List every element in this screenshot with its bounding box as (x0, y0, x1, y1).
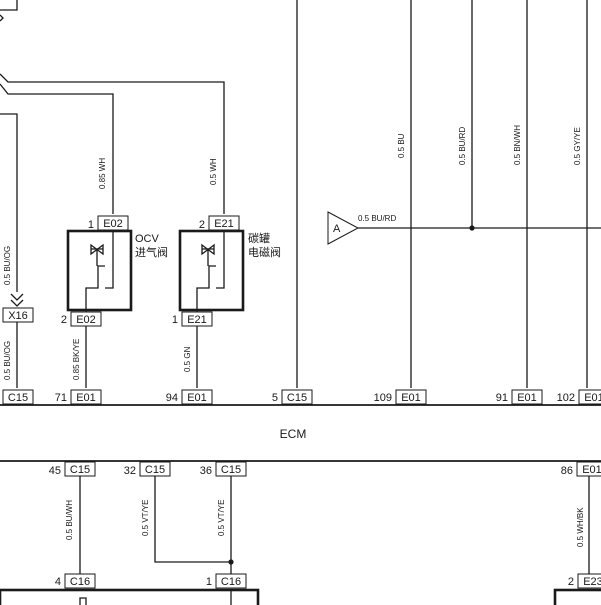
wire-label: 0.5 BU/OG (3, 246, 12, 285)
splice-dot (228, 559, 234, 565)
wire-label: 0.5 BU/RD (458, 127, 467, 165)
lower-pin: 1 (206, 576, 212, 588)
ecm-conn: C15 (8, 392, 28, 404)
ecm-pin: 94 (166, 392, 178, 404)
ecm-conn: E01 (582, 464, 601, 476)
ref-a-connector: A (327, 211, 601, 245)
can-name-cn1: 碳罐 (248, 231, 270, 245)
splice-dot (469, 225, 475, 231)
can-pin-bot: 1 (172, 314, 178, 326)
ecm-conn: E01 (187, 392, 207, 404)
ecm-pin: 102 (557, 392, 575, 404)
wire-label: 0.85 BK/YE (72, 339, 81, 380)
can-conn-top: E21 (214, 218, 234, 230)
ref-a-label: A (333, 223, 341, 235)
wire-label: 0.5 BU/RD (358, 214, 396, 223)
lower-conn: E23 (583, 576, 601, 588)
ocv-conn-top: E02 (103, 218, 123, 230)
ecm-conn: E01 (584, 392, 601, 404)
wire-label: 0.5 BN/WH (513, 125, 522, 165)
ocv-pin-top: 1 (88, 219, 94, 231)
ecm-conn: C15 (287, 392, 307, 404)
ecm-conn: E01 (401, 392, 421, 404)
ecm-conn: C15 (221, 464, 241, 476)
wire-label: 0.5 VT/YE (141, 500, 150, 536)
ecm-pin: 32 (124, 465, 136, 477)
lower-conn: C16 (70, 576, 90, 588)
x16-label: X16 (8, 310, 28, 322)
lower-pins: 4 C16 1 C16 2 E23 (55, 573, 601, 589)
wire-label: 0.85 WH (98, 158, 107, 189)
wire-label: 0.5 GN (183, 346, 192, 372)
wire-label: 0.5 WH/BK (576, 507, 585, 547)
ecm-pin: 45 (49, 465, 61, 477)
wire-label: 0.5 BU/WH (65, 500, 74, 540)
can-pin-top: 2 (199, 219, 205, 231)
ocv-valve: 1 E02 OCV 进气阀 2 E02 (61, 215, 168, 388)
lower-pin: 4 (55, 576, 61, 588)
ocv-name: OCV (135, 233, 160, 245)
wire-labels: 0.85 WH 0.5 WH 0.5 BU/OG 0.5 BU/OG 0.85 … (3, 125, 585, 547)
upper-feed-wires (0, 0, 588, 388)
ecm-pin: 109 (374, 392, 392, 404)
ocv-conn-bot: E02 (76, 314, 96, 326)
ecm-pin: 91 (496, 392, 508, 404)
ecm-conn: E01 (76, 392, 96, 404)
x16-connector: X16 (2, 293, 34, 388)
lower-components (0, 588, 601, 605)
top-left-fragment (0, 0, 18, 22)
canister-valve: 2 E21 碳罐 电磁阀 1 E21 (172, 215, 281, 388)
ecm-conn: C15 (70, 464, 90, 476)
ocv-pin-bot: 2 (61, 314, 67, 326)
wire-label: 0.5 WH (209, 158, 218, 185)
can-conn-bot: E21 (187, 314, 207, 326)
ecm-conn: C15 (145, 464, 165, 476)
can-name-cn2: 电磁阀 (248, 245, 281, 259)
ecm-top-pins: C15 71 E01 94 E01 5 C15 109 E01 91 E01 1… (2, 389, 601, 405)
lower-pin: 2 (568, 576, 574, 588)
wire-label: 0.5 VT/YE (217, 500, 226, 536)
wire-label: 0.5 BU (397, 133, 406, 158)
wire-label: 0.5 BU/OG (3, 341, 12, 380)
ecm-pin: 36 (200, 465, 212, 477)
ecm-conn: E01 (517, 392, 537, 404)
lower-conn: C16 (221, 576, 241, 588)
ecm-pin: 86 (561, 465, 573, 477)
lower-wires (79, 476, 590, 574)
ocv-name-cn: 进气阀 (135, 245, 168, 259)
ecm-pin: 5 (272, 392, 278, 404)
ecm-pin: 71 (55, 392, 67, 404)
wire-label: 0.5 GY/YE (573, 127, 582, 165)
ecm-bottom-pins: 45 C15 32 C15 36 C15 86 E01 (49, 461, 601, 477)
ecm-label: ECM (280, 427, 307, 441)
